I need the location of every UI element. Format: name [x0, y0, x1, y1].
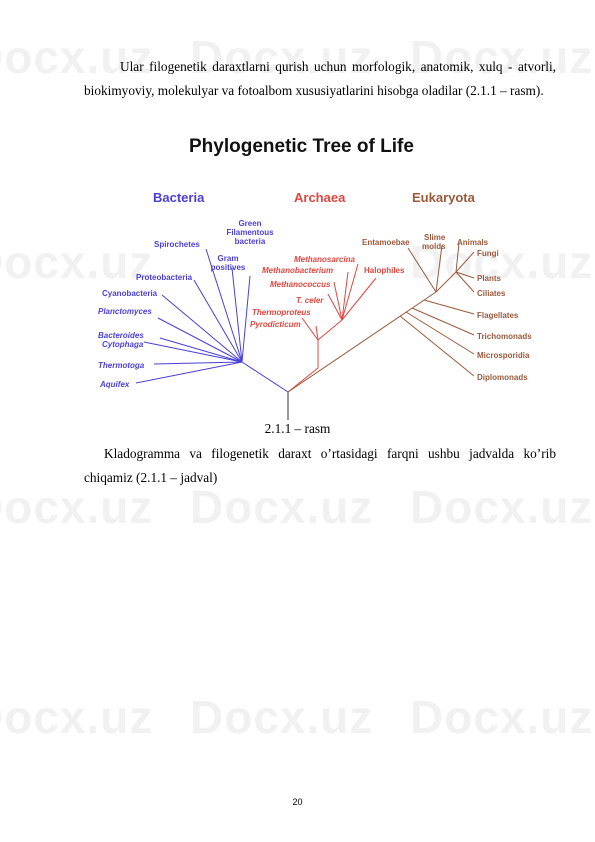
- domain-eukaryota: Eukaryota: [412, 190, 476, 205]
- figure-caption: 2.1.1 – rasm: [264, 421, 331, 436]
- page-number: 20: [292, 797, 303, 807]
- watermark: Docx.uz: [0, 691, 154, 743]
- phylogenetic-tree-figure: Phylogenetic Tree of Life Bacteria Archa…: [98, 136, 532, 420]
- domain-bacteria: Bacteria: [153, 190, 205, 205]
- watermark: Docx.uz: [410, 691, 594, 743]
- label-flagellates: Flagellates: [477, 311, 519, 320]
- label-animals: Animals: [457, 238, 489, 247]
- eukaryota-branches: [287, 242, 475, 393]
- watermark: Docx.uz: [190, 481, 374, 533]
- label-cyanobacteria: Cyanobacteria: [102, 289, 158, 298]
- label-methanococcus: Methanococcus: [270, 280, 331, 289]
- label-positives: positives: [211, 263, 246, 272]
- label-molds: molds: [422, 242, 446, 251]
- watermark: Docx.uz: [410, 236, 594, 288]
- label-green: Green: [238, 219, 261, 228]
- label-spirochetes: Spirochetes: [154, 240, 200, 249]
- label-t-celer: T. celer: [296, 296, 324, 305]
- label-methanosarcina: Methanosarcina: [294, 255, 355, 264]
- label-plants: Plants: [477, 274, 502, 283]
- domain-archaea: Archaea: [294, 190, 346, 205]
- intro-paragraph: Ular filogenetik daraxtlarni qurish uchu…: [84, 59, 556, 98]
- label-planctomyces: Planctomyces: [98, 307, 152, 316]
- label-slime: Slime: [424, 233, 446, 242]
- label-bacteroides: Bacteroides: [98, 331, 144, 340]
- watermark: Docx.uz: [190, 691, 374, 743]
- label-diplomonads: Diplomonads: [477, 373, 528, 382]
- label-methanobacterium: Methanobacterium: [262, 266, 333, 275]
- archaea-branches: [287, 263, 377, 393]
- label-pyrodicticum: Pyrodicticum: [250, 320, 301, 329]
- bacteria-branches: [135, 248, 289, 393]
- label-aquifex: Aquifex: [99, 380, 130, 389]
- label-entamoebae: Entamoebae: [362, 238, 410, 247]
- label-filamentous: Filamentous: [226, 228, 274, 237]
- table-intro-paragraph: Kladogramma va filogenetik daraxt o’rtas…: [84, 446, 556, 485]
- label-halophiles: Halophiles: [364, 266, 405, 275]
- watermark: Docx.uz: [0, 481, 154, 533]
- watermark: Docx.uz: [0, 236, 154, 288]
- label-ciliates: Ciliates: [477, 289, 506, 298]
- watermark: Docx.uz: [190, 31, 374, 83]
- label-cytophaga: Cytophaga: [102, 340, 144, 349]
- label-fungi: Fungi: [477, 249, 499, 258]
- label-thermoproteus: Thermoproteus: [252, 308, 311, 317]
- label-gram: Gram: [218, 254, 239, 263]
- label-thermotoga: Thermotoga: [98, 361, 145, 370]
- watermark: Docx.uz: [410, 481, 594, 533]
- watermark: Docx.uz: [0, 31, 154, 83]
- label-bacteria: bacteria: [235, 237, 266, 246]
- label-trichomonads: Trichomonads: [477, 332, 532, 341]
- label-proteobacteria: Proteobacteria: [136, 273, 193, 282]
- watermark: Docx.uz: [410, 31, 594, 83]
- label-microsporidia: Microsporidia: [477, 351, 530, 360]
- figure-title: Phylogenetic Tree of Life: [189, 136, 414, 157]
